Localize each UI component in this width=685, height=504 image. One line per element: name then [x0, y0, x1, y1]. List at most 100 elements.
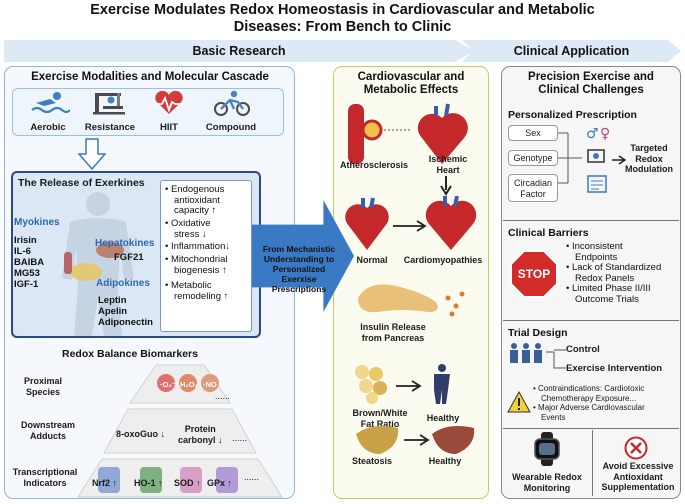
modality-hiit: HIIT: [160, 122, 178, 133]
basic-research-label: Basic Research: [192, 44, 286, 58]
marker-gpx: GPx ↑: [207, 478, 233, 488]
label-healthy-liver: Healthy: [428, 456, 462, 466]
marker-nrf2: Nrf2 ↑: [92, 478, 118, 488]
modalities-heading: Exercise Modalities and Molecular Cascad…: [31, 71, 269, 83]
divider-1: [503, 220, 679, 221]
label-cardiomyopathies: Cardiomyopathies: [403, 255, 483, 265]
marker-ho1: HO-1 ↑: [134, 478, 163, 488]
barriers-heading: Clinical Barriers: [508, 227, 589, 239]
participants-icon: [510, 343, 542, 363]
species-more: ......: [215, 391, 231, 401]
myokine-il6: IL-6: [14, 246, 31, 257]
effects-heading: Cardiovascular and Metabolic Effects: [357, 71, 465, 96]
adipokine-adiponectin: Adiponectin: [98, 317, 153, 328]
label-insulin-release: Insulin Release from Pancreas: [360, 322, 426, 343]
prescription-icons: ♂ ♀: [558, 126, 627, 193]
weight-machine-icon: [93, 93, 125, 115]
divider-3: [503, 428, 679, 429]
trial-intervention: Exercise Intervention: [566, 363, 663, 374]
myokine-igf1: IGF-1: [14, 279, 39, 290]
note-contraindications: • Contraindications: Cardiotoxic: [533, 384, 645, 393]
species-no: ·NO: [203, 380, 217, 389]
svg-text:♀: ♀: [600, 126, 610, 142]
hepatokines-title: Hepatokines: [95, 238, 155, 249]
swimmer-icon: [31, 92, 70, 114]
tier-downstream-label: Downstream Adducts: [20, 420, 75, 441]
tier-proximal-label: Proximal Species: [23, 376, 63, 397]
myokine-baiba: BAIBA: [14, 257, 45, 268]
fat-to-healthy-icon: [355, 364, 450, 404]
divider-4: [592, 430, 593, 496]
trial-notes: • Contraindications: Cardiotoxic Chemoth…: [533, 384, 681, 422]
clinical-application-label: Clinical Application: [513, 44, 630, 58]
basic-research-banner: Basic Research: [4, 40, 474, 62]
adipokines-list: Leptin Apelin Adiponectin: [98, 295, 153, 328]
effects-list-box: [160, 180, 252, 332]
title-line-2: Diseases: From Bench to Clinic: [233, 19, 452, 35]
label-atherosclerosis: Atherosclerosis: [339, 160, 409, 170]
pancreas-icon: [358, 284, 465, 317]
figure-title: Exercise Modulates Redox Homeostasis in …: [0, 2, 685, 36]
clinical-heading: Precision Exercise and Clinical Challeng…: [528, 71, 654, 96]
effect-mitochondrial: • Mitochondrial biogenesis ↑: [165, 254, 228, 276]
myokines-list: Irisin IL-6 BAIBA MG53 IGF-1: [14, 235, 44, 290]
marker-sod: SOD ↑: [174, 478, 201, 488]
myokines-title: Myokines: [14, 217, 60, 228]
trial-control: Control: [566, 344, 600, 355]
svg-text:♂: ♂: [586, 126, 599, 142]
adipokine-leptin: Leptin: [98, 295, 127, 306]
normal-cardiomyopathy-heart-icon: [345, 196, 477, 250]
exerkines-heading: The Release of Exerkines: [18, 177, 145, 189]
myokine-irisin: Irisin: [14, 235, 37, 246]
factor-sex: Sex: [508, 125, 558, 141]
stop-sign-icon: [510, 250, 558, 298]
trial-heading: Trial Design: [508, 327, 568, 339]
species-h2o2: H₂O₂: [180, 380, 198, 389]
biomarker-pyramid: [77, 364, 283, 498]
cyclist-icon: [214, 90, 250, 116]
label-steatosis: Steatosis: [351, 456, 393, 466]
adduct-more: ......: [232, 433, 248, 443]
myokine-mg53: MG53: [14, 268, 40, 279]
down-arrow-icon: [440, 176, 452, 196]
down-arrow-icon: [78, 138, 106, 170]
tier-transcriptional-label: Transcriptional Indicators: [12, 467, 78, 488]
title-line-1: Exercise Modulates Redox Homeostasis in …: [90, 2, 595, 18]
label-normal: Normal: [356, 255, 388, 265]
species-superoxide: ·O₂⁻: [160, 380, 176, 389]
effect-antioxidant: • Endogenous antioxidant capacity ↑: [165, 184, 225, 217]
warning-icon: [507, 391, 531, 413]
label-brown-white-fat: Brown/White Fat Ratio: [352, 408, 408, 429]
factor-genotype: Genotype: [508, 150, 558, 166]
note-mace: • Major Adverse Cardiovascular: [533, 403, 645, 413]
avoid-supplementation: Avoid Excessive Antioxidant Supplementat…: [601, 461, 675, 492]
effect-inflammation: • Inflammation↓: [165, 241, 231, 252]
factor-circadian: Circadian Factor: [508, 174, 558, 202]
adduct-protein-carbonyl: Protein carbonyl ↓: [178, 424, 223, 445]
effect-oxidative-stress: • Oxidative stress ↓: [165, 218, 211, 240]
personalized-heading: Personalized Prescription: [508, 109, 637, 121]
clinical-application-banner: Clinical Application: [462, 40, 681, 62]
wearable-monitoring: Wearable Redox Monitoring: [512, 472, 582, 493]
adipokine-apelin: Apelin: [98, 306, 128, 317]
liver-icon: [356, 426, 475, 454]
adduct-8oxoguo: 8-oxoGuo ↓: [116, 429, 166, 439]
body-silhouette-icon: [62, 192, 134, 336]
atherosclerosis-heart-icon: [348, 103, 468, 164]
modality-resistance: Resistance: [84, 122, 136, 133]
biomarkers-heading: Redox Balance Biomarkers: [62, 348, 198, 360]
stop-text: STOP: [517, 267, 551, 281]
marker-more: ......: [244, 472, 260, 482]
label-ischemic-heart: Ischemic Heart: [428, 154, 468, 175]
targeted-redox-modulation: Targeted Redox Modulation: [625, 143, 673, 174]
hepatokine-fgf21: FGF21: [114, 252, 144, 263]
barrier-endpoints: • Inconsistent: [566, 241, 623, 252]
translation-arrow-text: From Mechanistic Understanding to Person…: [262, 244, 336, 294]
barriers-list: • Inconsistent Endpoints • Lack of Stand…: [566, 241, 680, 306]
modality-compound: Compound: [205, 122, 257, 133]
cross-mark-icon: [624, 436, 648, 460]
effect-metabolic: • Metabolic remodeling ↑: [165, 280, 229, 302]
modality-aerobic: Aerobic: [30, 122, 66, 133]
adipokines-title: Adipokines: [96, 278, 150, 289]
heart-rate-icon: [154, 90, 184, 114]
